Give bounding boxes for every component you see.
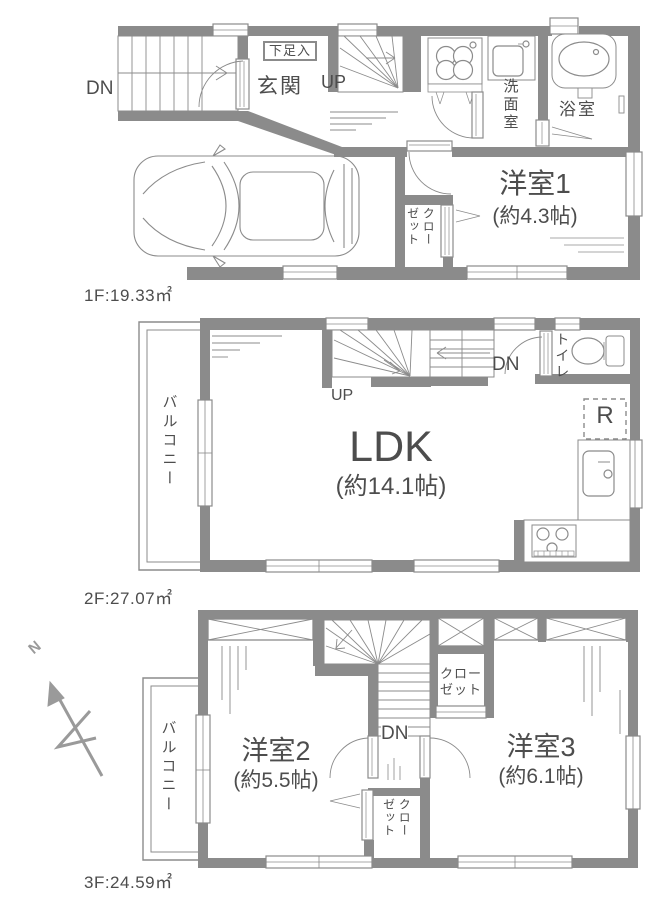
hall-steps-1f: [330, 111, 398, 131]
room3-door: [419, 735, 471, 779]
washing-machine-icon: [427, 37, 483, 105]
dn-stair-2f: [429, 329, 495, 378]
shoe-cabinet-label: 下足入: [263, 41, 318, 62]
up-stair-2f: [331, 329, 431, 378]
entrance-door: [198, 58, 250, 110]
area-label-3f: 3F:24.59㎡: [84, 873, 173, 892]
kitchen-counter: [523, 439, 631, 563]
hall-ticks-3f: [387, 758, 401, 780]
closet-upper-label: クローゼット: [439, 666, 482, 697]
refrigerator-box: [583, 398, 627, 440]
room1-door: [406, 140, 453, 195]
balcony-label-3f: バルコニー: [159, 720, 177, 815]
floor2-walls: [200, 318, 640, 572]
floor2-windows: [197, 317, 643, 573]
entrance-label: 玄関: [257, 75, 303, 98]
washbasin-icon: [487, 35, 536, 81]
bathroom-label: 浴室: [559, 100, 597, 119]
ldk-name: LDK: [349, 423, 433, 471]
floor3-walls: [198, 610, 638, 868]
toilet-icon: [571, 335, 625, 367]
room2-curtain-lines: [221, 646, 247, 714]
cross-braced-boxes: [207, 617, 627, 647]
bath-sliding-door: [535, 119, 593, 147]
ldk-corner-lines: [212, 335, 282, 358]
toilet-label: トイレ: [554, 332, 571, 380]
balcony-3f-outline: [142, 677, 198, 861]
bathtub-icon: [551, 33, 625, 114]
up-label-2f: UP: [331, 387, 354, 404]
closet-door-1f: [440, 204, 481, 258]
compass-icon: [47, 680, 104, 777]
washroom-label: 洗面室: [501, 78, 519, 132]
dn-stair-1f: [117, 35, 239, 112]
toilet-door: [504, 330, 553, 377]
washroom-door: [431, 91, 484, 139]
room3-curtain-lines: [583, 646, 621, 734]
up-stair-1f: [337, 35, 404, 93]
area-label-1f: 1F:19.33㎡: [84, 286, 173, 305]
balcony-2f-outline: [138, 321, 200, 571]
room2-name: 洋室2: [241, 736, 311, 766]
dn-label-2f: DN: [492, 354, 520, 375]
closet-label-1f: クローゼット: [405, 207, 436, 246]
closet-lower-label: クローゼット: [381, 798, 412, 837]
room3-size: (約6.1帖): [498, 765, 584, 788]
dn-label-3f: DN: [381, 723, 409, 745]
room3-name: 洋室3: [506, 732, 576, 762]
balcony-label-2f: バルコニー: [160, 394, 178, 489]
floor3-windows: [195, 705, 641, 869]
room1-floor-lines: [550, 237, 624, 253]
room1-size: (約4.3帖): [492, 205, 578, 228]
room2-door: [329, 735, 379, 779]
refrigerator-label: R: [596, 402, 614, 429]
floor1-windows: [212, 17, 643, 280]
area-label-2f: 2F:27.07㎡: [84, 589, 173, 608]
floor1-walls: [118, 26, 640, 280]
room2-size: (約5.5帖): [233, 769, 319, 792]
room1-name: 洋室1: [499, 168, 571, 199]
ldk-size: (約14.1帖): [335, 473, 447, 500]
up-label-1f: UP: [321, 72, 347, 92]
closet-lower-door: [329, 789, 374, 841]
dn-label-1f: DN: [86, 78, 114, 99]
car-icon: [133, 144, 360, 268]
